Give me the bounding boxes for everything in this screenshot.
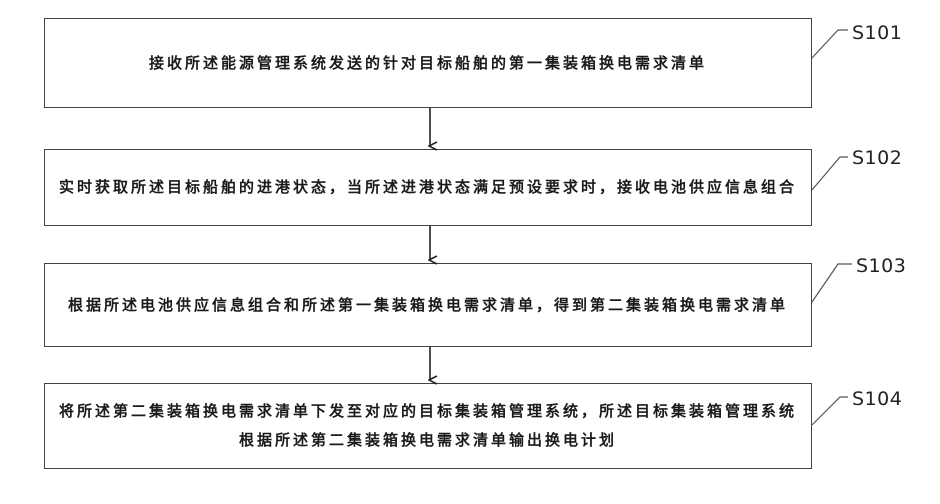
step-text-s102: 实时获取所述目标船舶的进港状态，当所述进港状态满足预设要求时，接收电池供应信息组… — [45, 173, 811, 202]
leader-line-s104 — [812, 397, 848, 425]
step-box-s104: 将所述第二集装箱换电需求清单下发至对应的目标集装箱管理系统，所述目标集装箱管理系… — [44, 383, 812, 469]
leader-line-s102 — [812, 157, 848, 190]
step-label-s104: S104 — [852, 388, 902, 410]
step-box-s102: 实时获取所述目标船舶的进港状态，当所述进港状态满足预设要求时，接收电池供应信息组… — [44, 149, 812, 226]
step-text-s101: 接收所述能源管理系统发送的针对目标船舶的第一集装箱换电需求清单 — [135, 49, 721, 78]
leader-line-s101 — [812, 30, 848, 58]
step-box-s101: 接收所述能源管理系统发送的针对目标船舶的第一集装箱换电需求清单 — [44, 18, 812, 108]
step-label-s102: S102 — [852, 147, 902, 169]
step-text-s104: 将所述第二集装箱换电需求清单下发至对应的目标集装箱管理系统，所述目标集装箱管理系… — [45, 397, 811, 455]
step-label-s101: S101 — [852, 22, 902, 44]
step-label-s103: S103 — [856, 255, 906, 277]
leader-line-s103 — [812, 264, 852, 302]
step-box-s103: 根据所述电池供应信息组合和所述第一集装箱换电需求清单，得到第二集装箱换电需求清单 — [44, 263, 812, 347]
step-text-s103: 根据所述电池供应信息组合和所述第一集装箱换电需求清单，得到第二集装箱换电需求清单 — [54, 291, 802, 320]
